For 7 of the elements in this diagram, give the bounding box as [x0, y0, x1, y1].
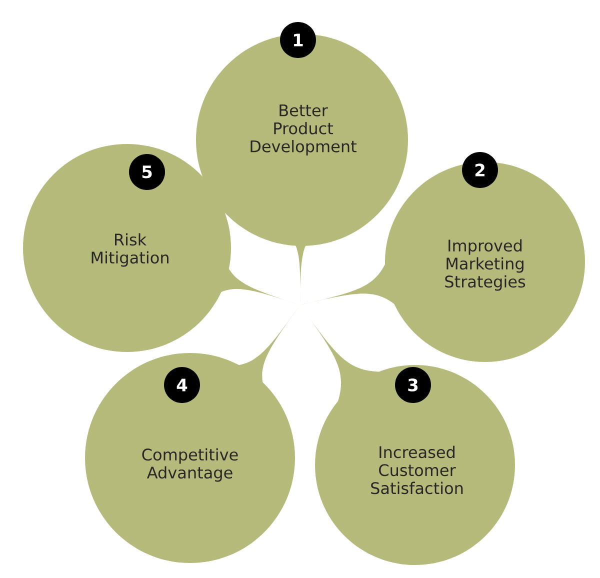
node-label: Competitive Advantage — [142, 448, 238, 482]
number-badge: 2 — [462, 152, 498, 188]
number-badge: 3 — [395, 367, 431, 403]
number-badge: 4 — [164, 367, 200, 403]
number-badge: 1 — [280, 22, 316, 58]
number-badge: 5 — [129, 154, 165, 190]
node-label: Increased Customer Satisfaction — [371, 446, 463, 494]
